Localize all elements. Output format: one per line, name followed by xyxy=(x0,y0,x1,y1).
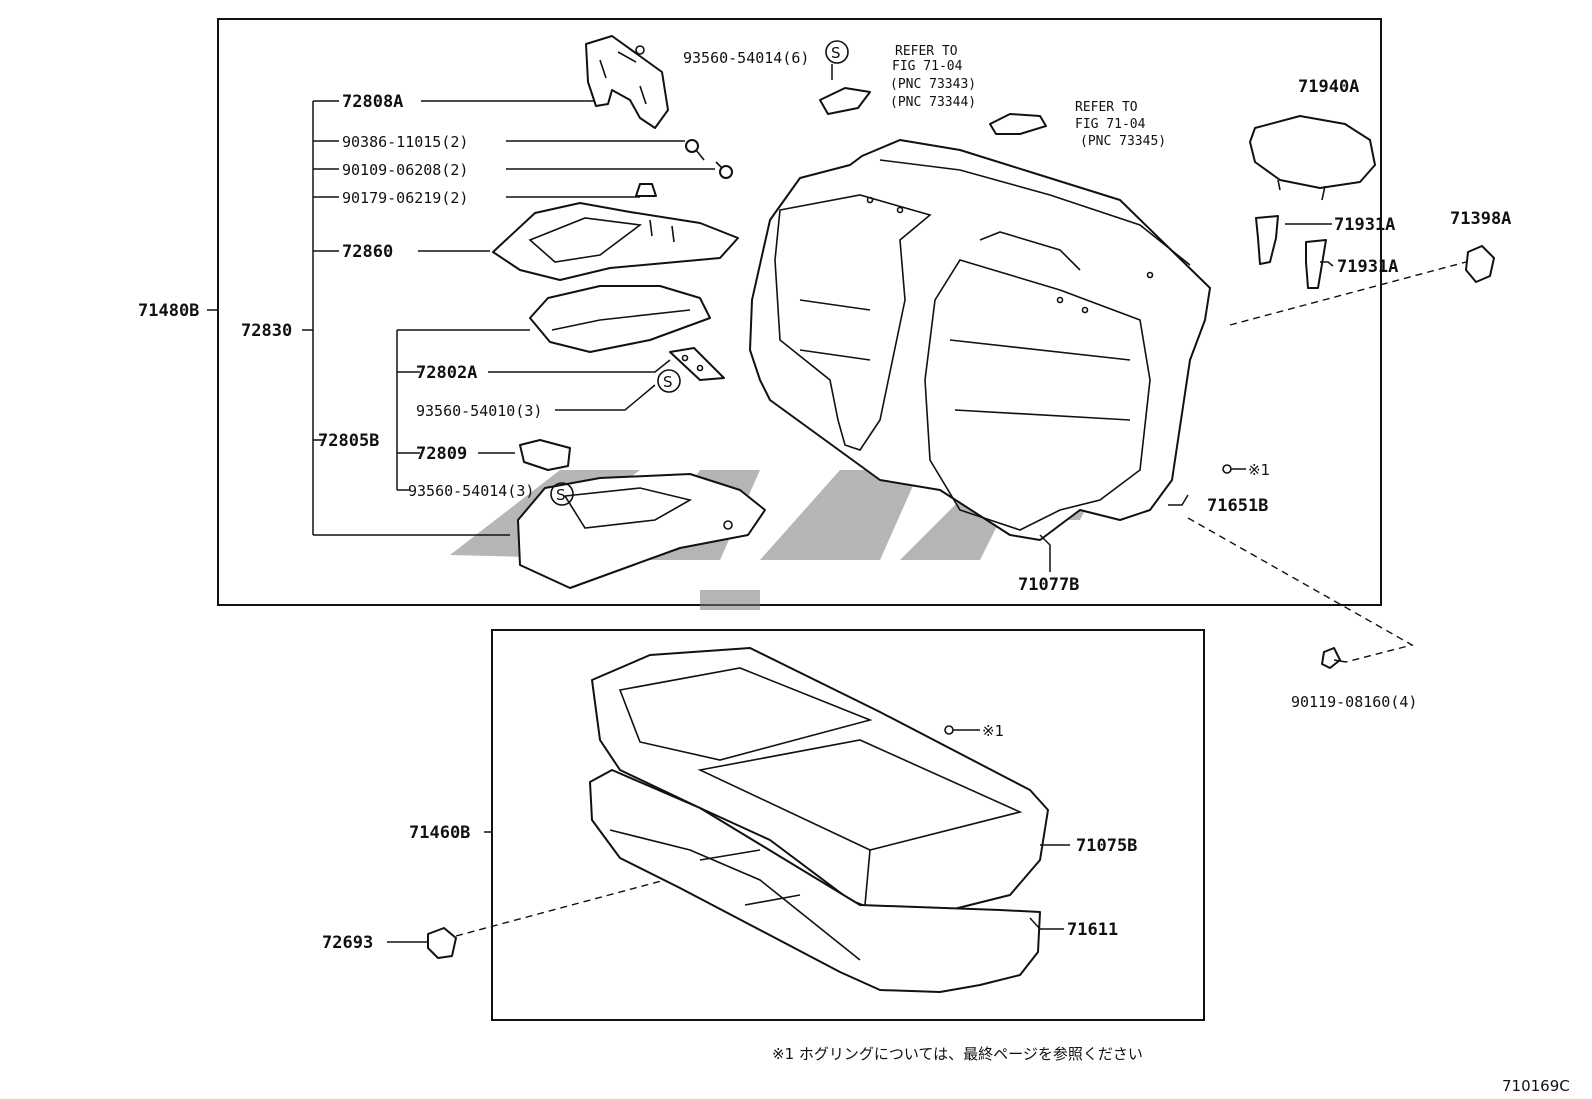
figure-code: 710169C xyxy=(1502,1077,1570,1095)
label-93560-54010: 93560-54010(3) xyxy=(416,402,542,420)
refer-note-2-line2: FIG 71-04 xyxy=(1075,117,1146,132)
label-71931A-1: 71931A xyxy=(1334,215,1395,235)
upper-leaders xyxy=(1039,223,1467,663)
seat-cushion-71075B xyxy=(591,647,1049,913)
bolt-90119 xyxy=(1321,647,1347,669)
label-90109: 90109-06208(2) xyxy=(342,161,468,179)
armrest-lid-72805B xyxy=(517,473,766,589)
label-72860: 72860 xyxy=(342,242,393,262)
s-mark-1: S xyxy=(831,44,841,62)
label-90179: 90179-06219(2) xyxy=(342,189,468,207)
headrest-guide-71931A-1 xyxy=(1255,215,1279,265)
clip-72693 xyxy=(427,927,457,959)
label-72802A: 72802A xyxy=(416,363,477,383)
upper-assembly-frame xyxy=(217,18,1382,606)
refer-note-1-line2: FIG 71-04 xyxy=(892,59,963,74)
s-mark-2: S xyxy=(663,373,673,391)
refer-note-1-line3: (PNC 73343) xyxy=(890,77,976,92)
rear-seat-back xyxy=(749,139,1211,541)
footnote-hog-ring: ※1 ホグリングについては、最終ページを参照ください xyxy=(772,1045,1143,1063)
refer-note-1-line4: (PNC 73344) xyxy=(890,95,976,110)
label-71398A: 71398A xyxy=(1450,209,1511,229)
label-71077B: 71077B xyxy=(1018,575,1079,595)
armrest-cushion-72802A xyxy=(529,285,711,353)
label-71931A-2: 71931A xyxy=(1337,257,1398,277)
hinge-plate-72802A xyxy=(669,347,725,381)
hog-ring-ref-lower: ※1 xyxy=(982,722,1004,740)
bolt-90386 xyxy=(685,139,705,161)
refer-part-pnc-73343 xyxy=(819,87,871,115)
headrest-71940A xyxy=(1249,115,1376,201)
clip-71398A xyxy=(1465,245,1495,283)
label-72808A: 72808A xyxy=(342,92,403,112)
headrest-guide-71931A-2 xyxy=(1305,239,1327,289)
refer-note-2: REFER TO FIG 71-04 (PNC 73345) xyxy=(1075,100,1166,149)
nut-90179 xyxy=(635,183,657,197)
label-71460B: 71460B xyxy=(409,823,470,843)
lower-leaders xyxy=(387,831,1070,943)
refer-note-2-line1: REFER TO xyxy=(1075,100,1138,115)
bracket-72809 xyxy=(519,439,571,471)
refer-note-1-line1: REFER TO xyxy=(895,44,958,59)
refer-part-pnc-73345 xyxy=(989,113,1047,135)
bolt-90109 xyxy=(715,161,733,179)
lower-assembly-frame xyxy=(491,629,1205,1021)
label-72830: 72830 xyxy=(241,321,292,341)
seat-frame-71611 xyxy=(589,769,1041,993)
armrest-base-72860 xyxy=(492,202,739,281)
s-mark-3: S xyxy=(556,486,566,504)
label-71611: 71611 xyxy=(1067,920,1118,940)
label-72809: 72809 xyxy=(416,444,467,464)
label-71480B: 71480B xyxy=(138,301,199,321)
label-72805B: 72805B xyxy=(318,431,379,451)
s-mark-group: S S S xyxy=(550,40,849,506)
hog-ring-marker-lower xyxy=(944,725,980,735)
hinge-bracket-72808A xyxy=(585,35,669,129)
label-71075B: 71075B xyxy=(1076,836,1137,856)
label-93560-54014-b: 93560-54014(3) xyxy=(408,482,534,500)
refer-note-2-line3: (PNC 73345) xyxy=(1080,134,1166,149)
label-93560-54014-a: 93560-54014(6) xyxy=(683,49,809,67)
refer-note-1: REFER TO FIG 71-04 (PNC 73343) (PNC 7334… xyxy=(890,44,976,110)
label-71940A: 71940A xyxy=(1298,77,1359,97)
label-90119-08160: 90119-08160(4) xyxy=(1291,693,1417,711)
label-71651B: 71651B xyxy=(1207,496,1268,516)
label-90386: 90386-11015(2) xyxy=(342,133,468,151)
label-72693: 72693 xyxy=(322,933,373,953)
hog-ring-marker-upper xyxy=(1222,464,1246,474)
hog-ring-ref-upper: ※1 xyxy=(1248,461,1270,479)
